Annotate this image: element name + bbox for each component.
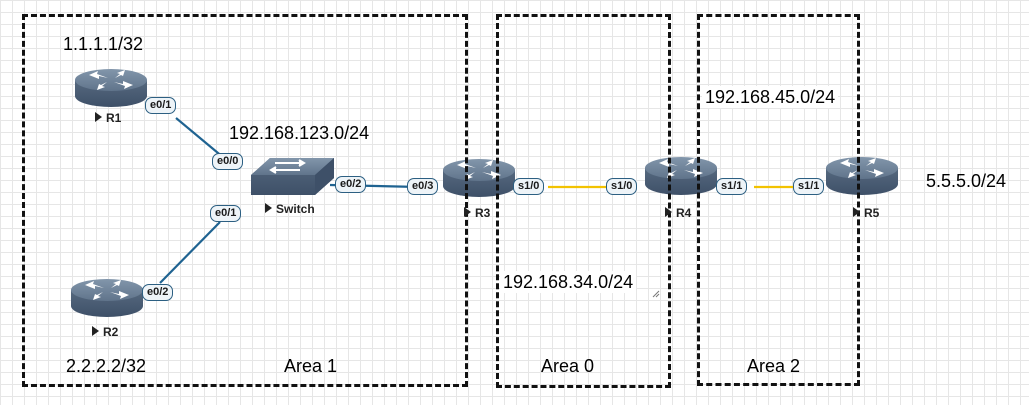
expand-arrow-icon xyxy=(853,207,860,217)
expand-arrow-icon xyxy=(92,326,99,336)
link-r1-switch[interactable] xyxy=(175,117,225,159)
port-r1-e0-1[interactable]: e0/1 xyxy=(145,97,177,114)
device-name-switch[interactable]: Switch xyxy=(265,203,315,215)
port-r5-s1-1[interactable]: s1/1 xyxy=(793,178,825,195)
port-sw-e0-2[interactable]: e0/2 xyxy=(335,176,367,193)
expand-arrow-icon xyxy=(665,207,672,217)
r5-loopback-label[interactable]: 5.5.5.0/24 xyxy=(926,171,1007,191)
device-name-r1[interactable]: R1 xyxy=(95,112,121,124)
switch-icon[interactable] xyxy=(251,158,334,195)
port-r4-s1-1[interactable]: s1/1 xyxy=(716,178,748,195)
area-0-box[interactable] xyxy=(496,14,671,388)
expand-arrow-icon xyxy=(95,112,102,122)
device-name-r4[interactable]: R4 xyxy=(665,207,691,219)
port-r2-e0-2[interactable]: e0/2 xyxy=(142,284,174,301)
port-r3-s1-0[interactable]: s1/0 xyxy=(513,178,545,195)
resize-grip-icon[interactable] xyxy=(652,290,660,298)
device-name-r2[interactable]: R2 xyxy=(92,326,118,338)
area-1-label: Area 1 xyxy=(284,356,338,376)
link-r2-switch[interactable] xyxy=(159,221,221,284)
port-sw-e0-1[interactable]: e0/1 xyxy=(210,205,242,222)
expand-arrow-icon xyxy=(464,207,471,217)
link-45-label[interactable]: 192.168.45.0/24 xyxy=(702,86,839,108)
device-name-r3[interactable]: R3 xyxy=(464,207,490,219)
area-2-label: Area 2 xyxy=(747,356,801,376)
area-1-box[interactable] xyxy=(22,14,468,387)
device-name-r5[interactable]: R5 xyxy=(853,207,879,219)
area-0-label: Area 0 xyxy=(541,356,595,376)
port-r4-s1-0[interactable]: s1/0 xyxy=(606,178,638,195)
link-34-label[interactable]: 192.168.34.0/24 xyxy=(500,271,637,293)
r1-loopback-label[interactable]: 1.1.1.1/32 xyxy=(63,34,144,54)
port-sw-e0-0[interactable]: e0/0 xyxy=(212,153,244,170)
area-2-box[interactable] xyxy=(697,14,860,386)
expand-arrow-icon xyxy=(265,203,272,213)
r2-loopback-label[interactable]: 2.2.2.2/32 xyxy=(66,356,147,376)
lan-123-label[interactable]: 192.168.123.0/24 xyxy=(229,123,370,143)
port-r3-e0-3[interactable]: e0/3 xyxy=(407,178,439,195)
